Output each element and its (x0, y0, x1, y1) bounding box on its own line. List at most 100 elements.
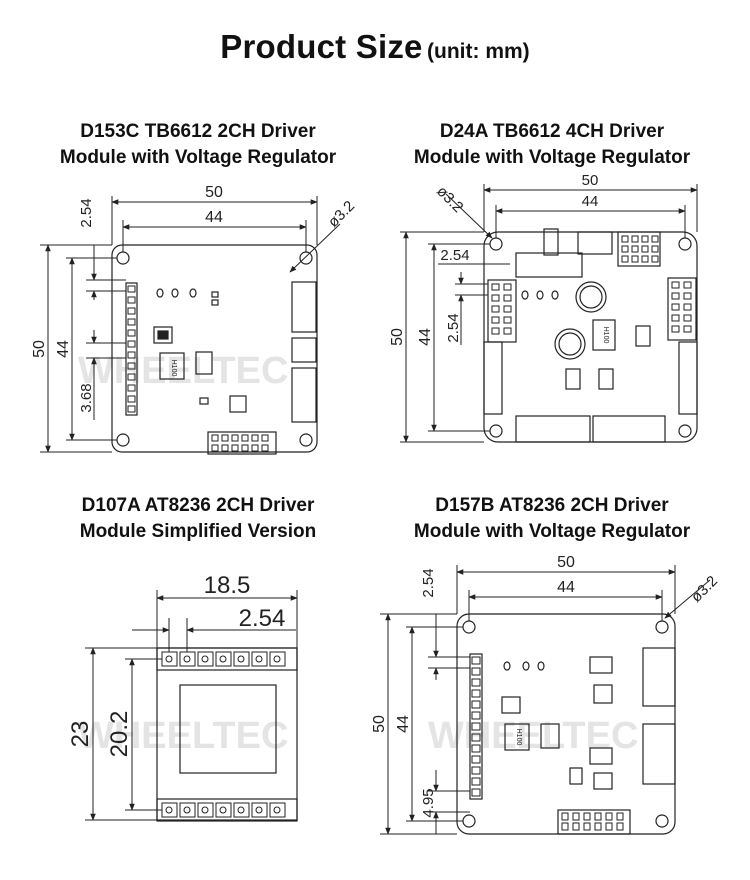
chip-label: H100 (170, 360, 177, 377)
chip-outline (179, 684, 277, 774)
mount-hole (489, 237, 503, 251)
dim-height-outer: 50 (371, 715, 388, 733)
mount-hole (462, 814, 476, 828)
pin-header (156, 647, 298, 671)
mount-hole (299, 251, 313, 265)
page-title-main: Product Size (220, 28, 423, 65)
terminal-connector (642, 647, 676, 707)
module-caption-d153c: D153C TB6612 2CH Driver Module with Volt… (18, 119, 378, 171)
terminal-connector (592, 415, 666, 443)
caption-line1: D153C TB6612 2CH Driver (80, 121, 316, 142)
pin-header (125, 282, 138, 416)
dim-height-inner: 44 (395, 715, 412, 733)
dim-width: 18.5 (204, 572, 251, 599)
component (577, 231, 613, 255)
dim-height-inner: 44 (417, 328, 434, 346)
module-caption-d157b: D157B AT8236 2CH Driver Module with Volt… (372, 493, 732, 545)
terminal-connector (515, 415, 591, 443)
mount-hole (678, 424, 692, 438)
component (589, 656, 613, 674)
caption-line2: Module with Voltage Regulator (59, 147, 337, 168)
board-d157b (456, 613, 676, 835)
pcb-outline (111, 244, 318, 453)
dim-pitch: 2.54 (239, 605, 286, 632)
dim-pitch: 4.95 (420, 788, 437, 817)
component (229, 395, 247, 413)
dim-height-outer: 23 (67, 721, 94, 748)
component (515, 252, 583, 278)
dim-height-inner: 20.2 (106, 711, 133, 758)
pin-header (469, 653, 483, 800)
capacitor (575, 281, 607, 313)
terminal-connector (642, 723, 676, 785)
dim-offset: 2.54 (78, 198, 95, 227)
component (569, 767, 583, 785)
dim-hole: ø3.2 (325, 198, 358, 231)
ic-chip (593, 772, 613, 790)
dim-height-outer: 50 (389, 328, 406, 346)
pin-header (557, 809, 631, 835)
terminal-connector (291, 337, 317, 363)
module-caption-d107a: D107A AT8236 2CH Driver Module Simplifie… (18, 493, 378, 545)
ic-chip (540, 723, 560, 749)
mount-hole (462, 620, 476, 634)
chip-h100 (159, 352, 185, 380)
caption-line2: Module with Voltage Regulator (413, 147, 691, 168)
mount-hole (116, 433, 130, 447)
dim-pitch: 3.68 (78, 383, 95, 412)
component (598, 368, 614, 390)
caption-line1: D24A TB6612 4CH Driver (439, 121, 665, 142)
dim-offset: 2.54 (440, 247, 469, 264)
watermark-text: WHEELTEC (428, 715, 638, 757)
chip-label: H100 (602, 327, 609, 344)
watermark-text: WHEELTEC (78, 715, 288, 757)
caption-line1: D107A AT8236 2CH Driver (81, 495, 315, 516)
page-title: Product Size (unit: mm) (0, 28, 750, 66)
dim-height-outer: 50 (31, 340, 48, 358)
mount-hole (655, 620, 669, 634)
caption-line1: D157B AT8236 2CH Driver (435, 495, 669, 516)
terminal-connector (678, 341, 698, 415)
component (589, 747, 613, 765)
pin-header (156, 798, 298, 822)
chip-h100 (504, 723, 530, 751)
pin-header (207, 431, 277, 455)
dim-width-inner: 44 (557, 579, 575, 596)
mount-hole (489, 424, 503, 438)
dim-hole: ø3.2 (433, 183, 466, 216)
module-caption-d24a: D24A TB6612 4CH Driver Module with Volta… (372, 119, 732, 171)
component (153, 326, 173, 344)
ic-chip (593, 684, 613, 704)
mount-hole (116, 251, 130, 265)
pin-header (617, 231, 661, 267)
board-d107a (156, 647, 298, 822)
dim-offset: 2.54 (420, 568, 437, 597)
board-d24a (483, 228, 698, 443)
capacitor (554, 328, 586, 360)
watermark-text: WHEELTEC (78, 350, 288, 392)
mount-hole (299, 433, 313, 447)
chip-h100 (592, 319, 616, 351)
board-d153c (111, 244, 318, 455)
mount-hole (678, 237, 692, 251)
dim-height-inner: 44 (55, 340, 72, 358)
chip-label: H100 (515, 729, 522, 746)
pin-header (667, 277, 697, 341)
dim-width-outer: 50 (582, 172, 599, 189)
terminal-connector (291, 367, 317, 423)
dim-width-inner: 44 (205, 209, 223, 226)
dim-pitch: 2.54 (445, 313, 462, 342)
component (501, 696, 521, 714)
caption-line2: Module Simplified Version (79, 521, 317, 542)
dim-hole: ø3.2 (688, 573, 721, 606)
dim-width-outer: 50 (557, 554, 575, 571)
terminal-connector (291, 281, 317, 333)
component (543, 228, 559, 256)
terminal-connector (483, 341, 503, 415)
caption-line2: Module with Voltage Regulator (413, 521, 691, 542)
page-title-unit: (unit: mm) (427, 40, 530, 63)
dim-width-inner: 44 (582, 193, 599, 210)
mount-hole (655, 814, 669, 828)
component (635, 325, 651, 347)
